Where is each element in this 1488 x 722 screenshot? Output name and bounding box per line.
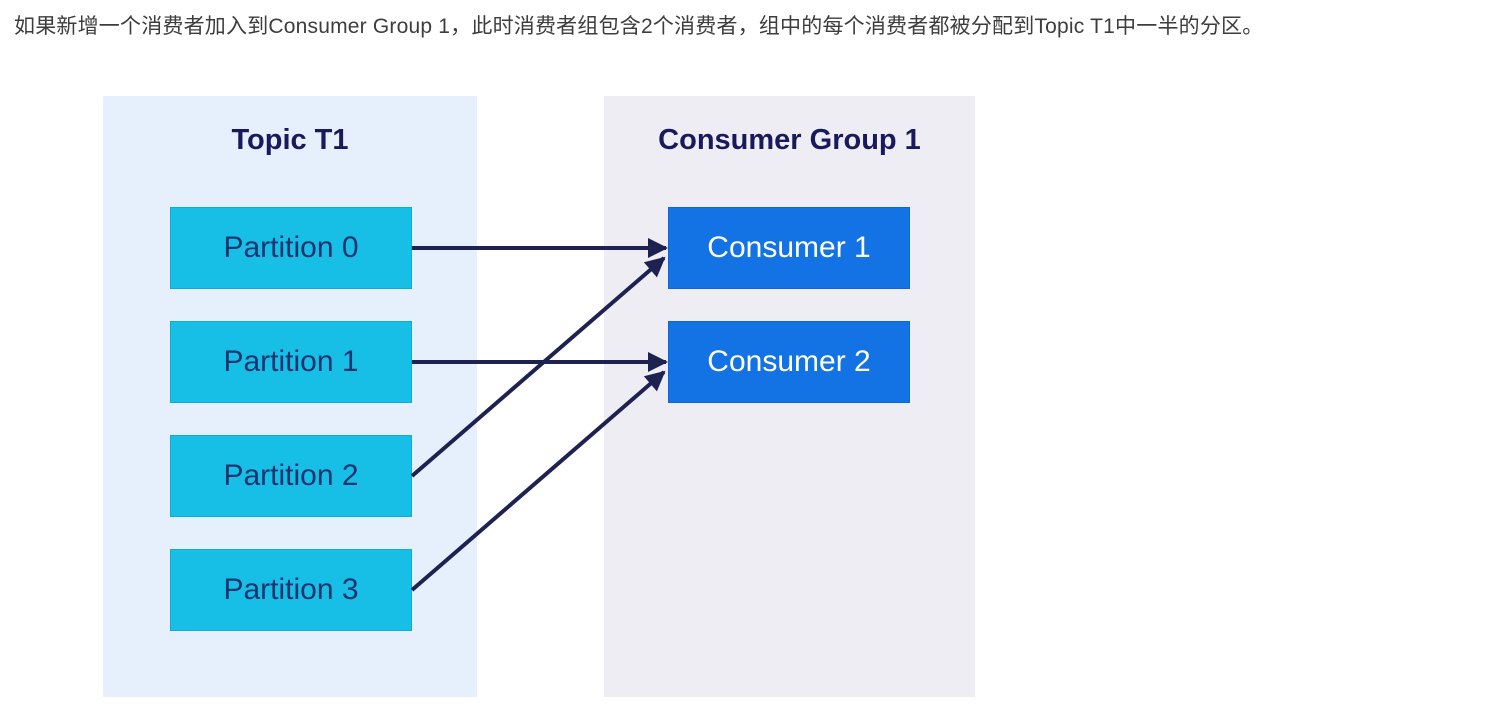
partition-box: Partition 2 [170,435,412,517]
caption-text: 如果新增一个消费者加入到Consumer Group 1，此时消费者组包含2个消… [14,15,1264,38]
topic-panel-title: Topic T1 [231,124,349,156]
consumer-group-panel: Consumer Group 1 Consumer 1 Consumer 2 [604,96,975,697]
partition-box: Partition 3 [170,549,412,631]
topic-panel: Topic T1 Partition 0 Partition 1 Partition… [103,96,477,697]
partition-box: Partition 1 [170,321,412,403]
consumer-box: Consumer 1 [668,207,910,289]
consumer-group-title: Consumer Group 1 [658,124,921,156]
partition-box: Partition 0 [170,207,412,289]
consumer-box: Consumer 2 [668,321,910,403]
